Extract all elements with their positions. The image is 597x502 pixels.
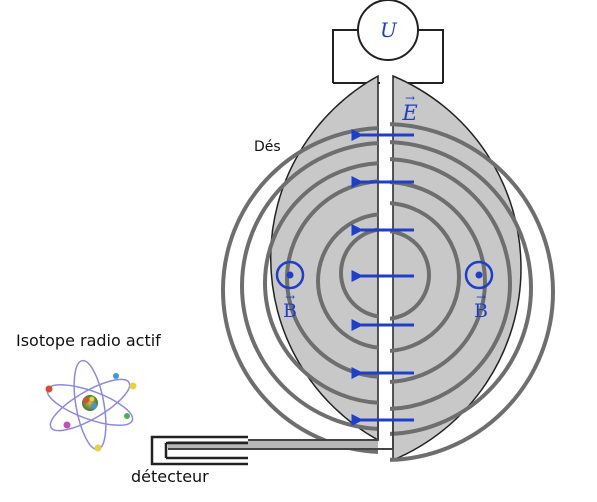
voltmeter-icon (357, 0, 419, 61)
voltage-source (332, 0, 444, 84)
voltage-symbol: U (380, 18, 397, 42)
extraction-channel (168, 420, 394, 450)
magnetic-field-label-left: → B (278, 290, 302, 322)
magnetic-field-label-right: → B (469, 290, 493, 322)
atom-icon (45, 359, 137, 452)
vector-arrow: → (284, 290, 296, 304)
vector-arrow: → (404, 91, 416, 105)
field-out-of-page-icon (464, 260, 494, 290)
wire-left (332, 29, 358, 83)
trajectory-left (221, 126, 378, 454)
source-label: Isotope radio actif (16, 331, 161, 350)
detector-label: détecteur (131, 467, 209, 486)
field-out-of-page-icon (275, 260, 305, 290)
magnetic-field-symbol: B (474, 300, 488, 322)
electric-field-symbol: E (402, 101, 418, 125)
magnetic-field-symbol: B (283, 300, 297, 322)
dees-label: Dés (254, 139, 281, 155)
detector-icon (150, 435, 248, 466)
electric-field-label: → E (398, 91, 422, 125)
vector-arrow: → (475, 290, 487, 304)
electric-field-arrows (351, 129, 414, 426)
wire-right (417, 29, 444, 83)
trajectory-right (390, 122, 555, 462)
beam-output (168, 441, 378, 448)
